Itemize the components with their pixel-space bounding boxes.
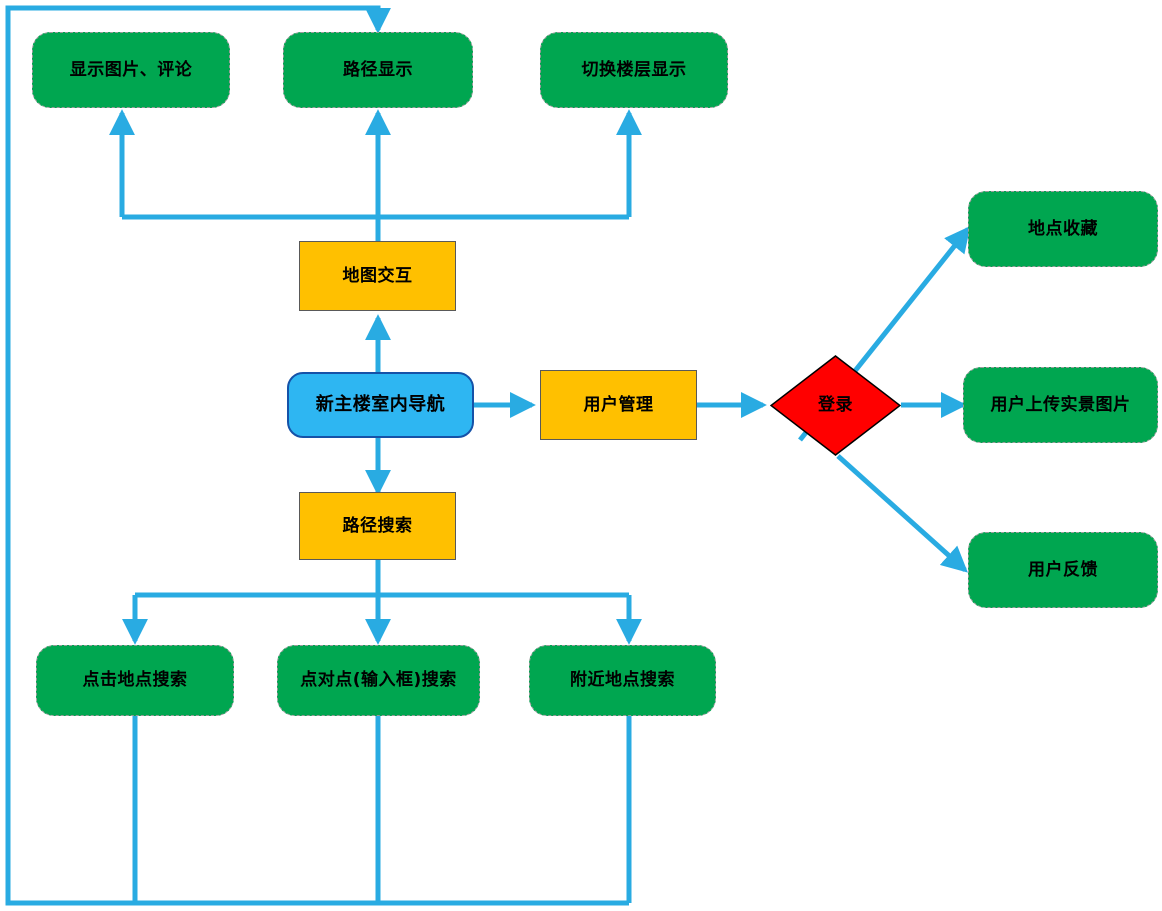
node-label: 路径显示 bbox=[343, 59, 413, 80]
node-label: 路径搜索 bbox=[342, 515, 413, 536]
node-click-place-search[interactable]: 点击地点搜索 bbox=[36, 645, 234, 716]
node-switch-floor-display[interactable]: 切换楼层显示 bbox=[540, 32, 728, 108]
node-root[interactable]: 新主楼室内导航 bbox=[287, 372, 474, 438]
node-user-upload-photos[interactable]: 用户上传实景图片 bbox=[963, 367, 1158, 443]
node-label: 显示图片、评论 bbox=[69, 59, 193, 80]
node-label: 点对点(输入框)搜索 bbox=[300, 670, 457, 691]
node-place-favorites[interactable]: 地点收藏 bbox=[968, 191, 1158, 267]
edge-bottom-bus-to-route-display bbox=[5, 5, 629, 906]
node-label: 地点收藏 bbox=[1028, 218, 1098, 239]
node-label: 切换楼层显示 bbox=[581, 59, 687, 80]
node-map-interaction[interactable]: 地图交互 bbox=[299, 241, 456, 311]
node-point-to-point-search[interactable]: 点对点(输入框)搜索 bbox=[277, 645, 480, 716]
node-label: 点击地点搜索 bbox=[82, 670, 188, 691]
node-label: 附近地点搜索 bbox=[570, 670, 675, 691]
node-label: 用户管理 bbox=[583, 394, 654, 415]
node-user-feedback[interactable]: 用户反馈 bbox=[968, 532, 1158, 608]
edge-login-to-user-feedback bbox=[836, 454, 968, 573]
node-label: 用户反馈 bbox=[1028, 559, 1098, 580]
node-label: 新主楼室内导航 bbox=[315, 394, 446, 416]
edge-map-interaction-bus bbox=[122, 214, 629, 241]
node-user-management[interactable]: 用户管理 bbox=[540, 370, 697, 440]
node-label: 登录 bbox=[818, 395, 853, 416]
edge-route-search-bus bbox=[135, 560, 629, 598]
node-label: 用户上传实景图片 bbox=[990, 394, 1131, 415]
node-show-photos-comments[interactable]: 显示图片、评论 bbox=[32, 32, 230, 108]
node-login[interactable]: 登录 bbox=[770, 355, 901, 456]
node-route-display[interactable]: 路径显示 bbox=[283, 32, 473, 108]
node-label: 地图交互 bbox=[342, 265, 413, 286]
node-nearby-place-search[interactable]: 附近地点搜索 bbox=[529, 645, 716, 716]
node-route-search[interactable]: 路径搜索 bbox=[299, 492, 456, 560]
